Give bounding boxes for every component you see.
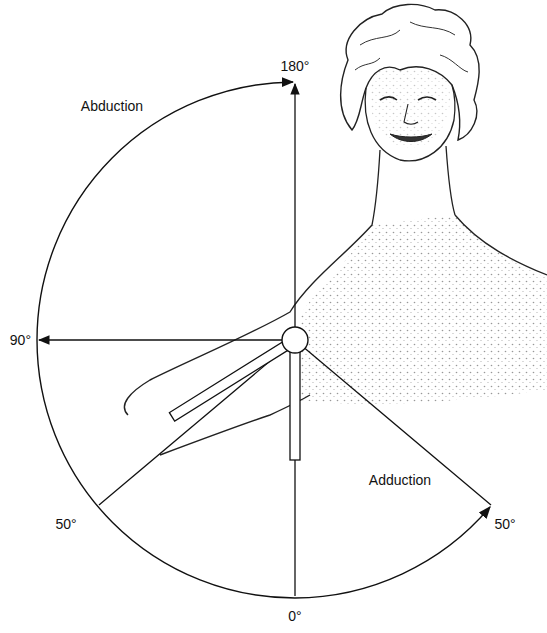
motion-label: Adduction [367, 471, 433, 489]
motion-label: Abduction [79, 97, 145, 115]
angle-label: 0° [286, 607, 303, 625]
goniometer-axis [282, 327, 308, 353]
shoulder-line [455, 215, 547, 275]
angle-label: 50° [492, 515, 517, 533]
angle-label: 50° [492, 516, 517, 532]
goniometer-moving-arm [169, 341, 289, 421]
angle-label: 90° [8, 331, 33, 349]
line-180 [294, 84, 295, 340]
angle-label: 180° [279, 57, 312, 75]
arm-upper-edge [124, 225, 372, 415]
line-50-adduction [295, 340, 491, 505]
eyes [380, 97, 436, 100]
angle-label: 50° [53, 516, 78, 532]
goniometer-fixed-arm [290, 348, 300, 460]
motion-label: Adduction [367, 472, 433, 488]
hair-curls [355, 22, 468, 72]
line-90 [39, 339, 295, 340]
hair [341, 4, 480, 140]
adduction-arc [295, 507, 490, 598]
face-outline [365, 85, 455, 161]
angle-label: 50° [53, 515, 78, 533]
line-50-abduction [99, 340, 295, 505]
neck [372, 146, 455, 225]
angle-label: 90° [8, 332, 33, 348]
abduction-arc [37, 82, 295, 598]
nose [404, 104, 418, 124]
angle-label: 180° [279, 58, 312, 74]
motion-label: Abduction [79, 98, 145, 114]
mouth [390, 134, 432, 142]
angle-label: 0° [286, 608, 303, 624]
